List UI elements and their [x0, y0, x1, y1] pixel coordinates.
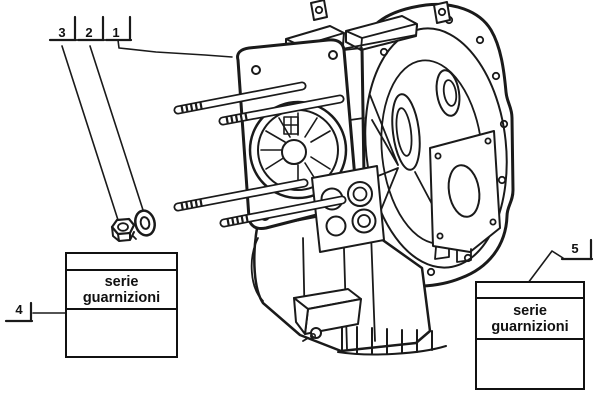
callout-1-number[interactable]: 1 — [112, 25, 120, 40]
gasket-box-label-line1: serie — [104, 273, 139, 290]
gasket-box-label-line2: guarnizioni — [82, 289, 161, 306]
gasket-box-top-section — [477, 283, 583, 299]
lower-crankcase-drawing — [250, 210, 447, 356]
gasket-box-bottom-section — [67, 310, 176, 356]
callout-2-number[interactable]: 2 — [85, 25, 93, 40]
gasket-set-box-right[interactable]: serie guarnizioni — [475, 281, 585, 390]
timing-side-plate-drawing — [429, 130, 501, 263]
stud-drawing — [218, 94, 345, 126]
gasket-box-top-section — [67, 254, 176, 271]
stud-drawing — [173, 178, 309, 212]
second-cylinder-face-drawing — [311, 165, 385, 253]
stud-drawing — [173, 81, 307, 115]
leader-lines — [32, 39, 564, 314]
callout-4-number[interactable]: 4 — [15, 302, 23, 317]
gasket-box-label-line1: serie — [513, 302, 547, 319]
gasket-box-label: serie guarnizioni — [67, 271, 176, 310]
leader-line-2 — [89, 45, 144, 211]
washer-drawing — [134, 209, 156, 237]
nut-drawing — [110, 217, 137, 242]
stud-drawing — [219, 195, 347, 228]
gasket-box-bottom-section — [477, 340, 583, 388]
callout-brackets — [4, 15, 594, 323]
gasket-box-label-line2: guarnizioni — [491, 318, 569, 335]
gasket-set-box-left[interactable]: serie guarnizioni — [65, 252, 178, 358]
gasket-box-label: serie guarnizioni — [477, 299, 583, 340]
callout-5-number[interactable]: 5 — [571, 241, 579, 256]
leader-line-1 — [117, 39, 233, 58]
callout-3-number[interactable]: 3 — [58, 25, 66, 40]
cylinder-studs-drawing — [173, 81, 347, 228]
leader-line-3 — [61, 45, 119, 221]
leader-line-5 — [527, 250, 564, 284]
